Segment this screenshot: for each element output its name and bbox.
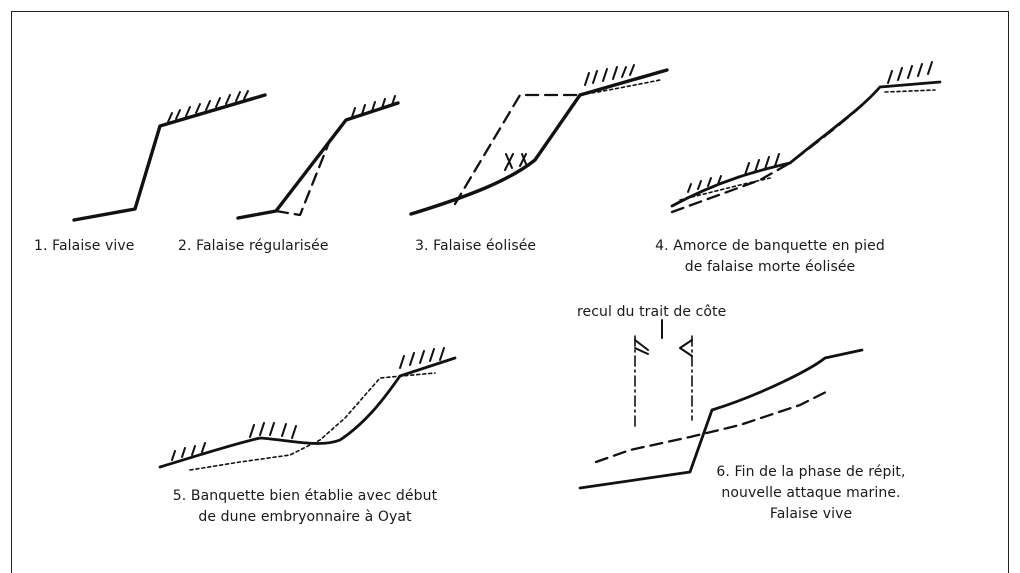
panel-1-profile (72, 90, 267, 222)
caption-5: 5. Banquette bien établie avec début de … (138, 486, 472, 528)
caption-5-line-1: 5. Banquette bien établie avec début (172, 488, 438, 504)
caption-2: 2. Falaise régularisée (178, 238, 329, 254)
caption-6-line-3: Falaise vive (769, 506, 853, 522)
caption-1: 1. Falaise vive (34, 238, 135, 254)
figure-frame (11, 11, 1009, 573)
caption-4: 4. Amorce de banquette en pied de falais… (600, 236, 940, 278)
caption-6: 6. Fin de la phase de répit, nouvelle at… (706, 462, 916, 525)
panel-2-profile (236, 95, 400, 220)
caption-5-line-2: de dune embryonnaire à Oyat (198, 509, 412, 525)
panel-6-profile (578, 319, 864, 490)
caption-3: 3. Falaise éolisée (415, 238, 537, 254)
panel-4-profile (670, 61, 942, 214)
caption-4-line-2: de falaise morte éolisée (684, 259, 856, 275)
caption-6-line-2: nouvelle attaque marine. (721, 485, 901, 501)
caption-6-line-1: 6. Fin de la phase de répit, (716, 464, 906, 480)
panel-5-profile (158, 347, 457, 471)
caption-4-line-1: 4. Amorce de banquette en pied (655, 238, 885, 254)
panel-3-profile (409, 64, 669, 216)
recul-annotation: recul du trait de côte (577, 304, 727, 320)
